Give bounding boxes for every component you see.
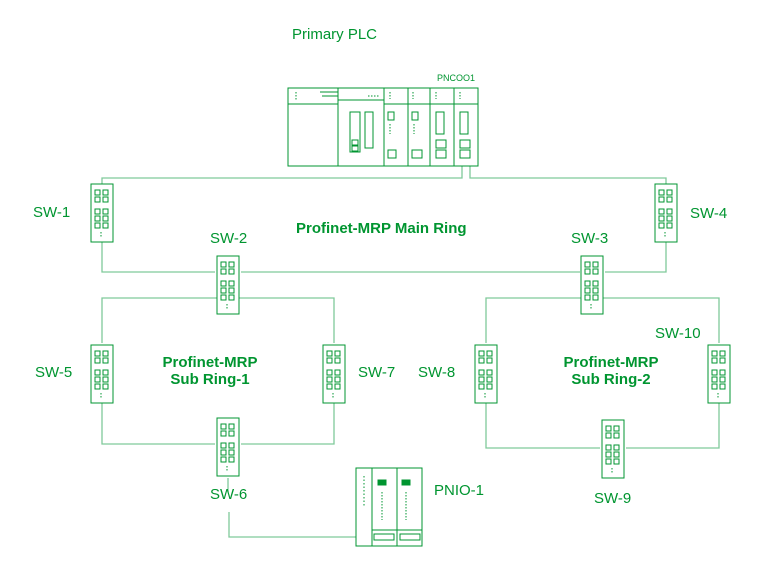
pnio-label: PNIO-1: [434, 482, 485, 499]
plc-rack-icon: [287, 87, 479, 167]
link-sw6-sw7: [241, 403, 335, 445]
switch-label-sw4: SW-4: [690, 205, 728, 222]
link-sw2-sw5: [101, 297, 228, 343]
switch-label-sw6: SW-6: [210, 486, 248, 503]
link-sw1-sw2: [101, 242, 215, 273]
switch-label-sw8: SW-8: [418, 364, 456, 381]
pnio-device-icon: [355, 467, 423, 547]
sub-ring-2-line-1: Profinet-MRP: [563, 354, 659, 371]
link-plc-sw4: [469, 166, 667, 184]
switch-label-sw7: SW-7: [358, 364, 396, 381]
switch-icon-sw6: [216, 417, 240, 477]
switch-icon-sw4: [654, 183, 678, 243]
switch-icon-sw1: [90, 183, 114, 243]
main-ring-title: Profinet-MRP Main Ring: [296, 220, 467, 237]
sub-ring-2-title: Profinet-MRP Sub Ring-2: [556, 354, 666, 388]
link-sw2-sw7: [228, 297, 335, 343]
switch-icon-sw5: [90, 344, 114, 404]
link-sw3-sw4: [605, 242, 667, 273]
switch-icon-sw8: [474, 344, 498, 404]
link-sw9-sw10: [626, 403, 720, 449]
link-sw3-sw8: [485, 297, 592, 343]
link-sw5-sw6: [101, 403, 215, 445]
primary-plc-title: Primary PLC: [292, 26, 378, 43]
switch-icon-sw10: [707, 344, 731, 404]
sub-ring-1-title: Profinet-MRP Sub Ring-1: [155, 354, 265, 388]
connection-lines: [101, 166, 720, 538]
sub-ring-1-line-1: Profinet-MRP: [162, 354, 258, 371]
sub-ring-1-line-2: Sub Ring-1: [170, 371, 250, 388]
switch-label-sw2: SW-2: [210, 230, 248, 247]
switch-label-sw10: SW-10: [655, 325, 701, 342]
link-plc-sw1: [101, 166, 463, 184]
switch-label-sw5: SW-5: [35, 364, 73, 381]
switch-icon-sw2: [216, 255, 240, 315]
link-sw8-sw9: [485, 403, 600, 449]
sub-ring-2-line-2: Sub Ring-2: [571, 371, 651, 388]
link-sw3-sw10: [592, 297, 720, 343]
switch-icon-sw3: [580, 255, 604, 315]
switch-label-sw9: SW-9: [594, 490, 632, 507]
plc-tag-label: PNCOO1: [437, 73, 476, 83]
switch-icon-sw9: [601, 419, 625, 479]
link-sw6-pnio: [228, 512, 356, 538]
switch-label-sw3: SW-3: [571, 230, 609, 247]
switch-label-sw1: SW-1: [33, 204, 71, 221]
switch-icon-sw7: [322, 344, 346, 404]
